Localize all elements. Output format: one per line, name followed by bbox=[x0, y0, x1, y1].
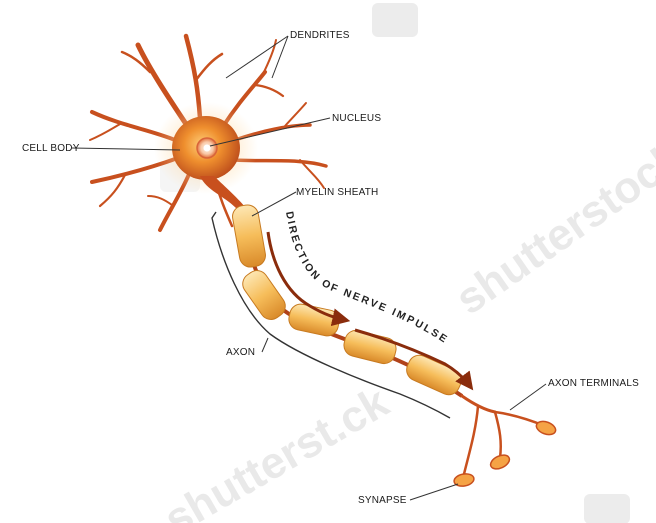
label-synapse: SYNAPSE bbox=[358, 495, 407, 506]
label-myelin-sheath: MYELIN SHEATH bbox=[296, 187, 378, 198]
label-dendrites: DENDRITES bbox=[290, 30, 350, 41]
watermark-logo bbox=[584, 494, 630, 523]
nucleolus bbox=[204, 145, 211, 152]
label-axon-terminals: AXON TERMINALS bbox=[548, 378, 639, 389]
watermark-group: shutterstock shutterst.ck bbox=[156, 3, 656, 523]
label-axon: AXON bbox=[226, 347, 255, 358]
myelin-sheath bbox=[231, 203, 465, 398]
label-cell-body: CELL BODY bbox=[22, 143, 80, 154]
label-nucleus: NUCLEUS bbox=[332, 113, 381, 124]
watermark-text: shutterstock bbox=[447, 132, 656, 324]
watermark-logo bbox=[372, 3, 418, 37]
